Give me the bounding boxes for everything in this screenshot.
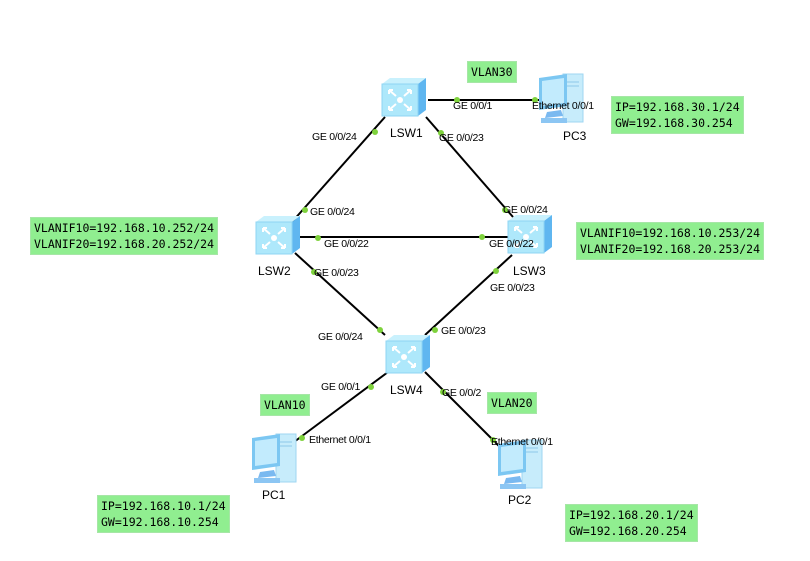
pc2-ip-note: IP=192.168.20.1/24 GW=192.168.20.254: [565, 504, 698, 542]
switch-lsw3[interactable]: [506, 215, 554, 260]
port-dot[interactable]: [368, 384, 374, 390]
switch-lsw1[interactable]: [380, 78, 428, 123]
device-label-lsw2: LSW2: [258, 264, 291, 278]
port-label: GE 0/0/24: [318, 331, 363, 343]
pc-icon: [498, 439, 543, 489]
device-label-pc3: PC3: [563, 129, 587, 143]
switch-icon: [255, 216, 300, 255]
switch-icon: [381, 78, 426, 117]
port-dot[interactable]: [438, 130, 444, 136]
port-label: Ethernet 0/0/1: [532, 100, 594, 112]
port-dot[interactable]: [490, 437, 496, 443]
link-lsw2-lsw4[interactable]: [294, 252, 386, 336]
link-lsw3-lsw4[interactable]: [424, 254, 513, 336]
link-lsw4-pc2[interactable]: [424, 371, 501, 448]
pc-icon: [252, 433, 297, 483]
pc-icon: [539, 73, 584, 123]
port-label: GE 0/0/22: [489, 238, 534, 250]
port-label: GE 0/0/1: [453, 100, 493, 112]
port-label: GE 0/0/23: [314, 267, 359, 279]
port-dot[interactable]: [532, 97, 538, 103]
port-label: GE 0/0/1: [321, 381, 361, 393]
port-label: GE 0/0/24: [503, 204, 548, 216]
port-dot[interactable]: [432, 327, 438, 333]
link-lsw1-lsw2[interactable]: [291, 116, 386, 223]
lsw3-vlanif-note: VLANIF10=192.168.10.253/24 VLANIF20=192.…: [576, 222, 765, 260]
port-dot[interactable]: [299, 435, 305, 441]
port-dot[interactable]: [440, 389, 446, 395]
port-dot[interactable]: [454, 97, 460, 103]
port-label: GE 0/0/22: [324, 238, 369, 250]
lsw2-vlanif-note: VLANIF10=192.168.10.252/24 VLANIF20=192.…: [30, 217, 219, 255]
port-label: GE 0/0/23: [441, 325, 486, 337]
switch-icon: [507, 215, 552, 254]
link-lsw4-pc1[interactable]: [293, 371, 389, 443]
port-dot[interactable]: [479, 234, 485, 240]
port-label: GE 0/0/24: [310, 206, 355, 218]
device-label-pc1: PC1: [262, 488, 286, 502]
port-dot[interactable]: [315, 235, 321, 241]
port-dot[interactable]: [502, 207, 508, 213]
port-label: GE 0/0/23: [439, 132, 484, 144]
switch-lsw2[interactable]: [254, 216, 302, 261]
vlan10-label: VLAN10: [260, 394, 310, 416]
port-dot[interactable]: [302, 207, 308, 213]
pc-pc2[interactable]: [492, 438, 546, 499]
device-label-lsw3: LSW3: [513, 264, 546, 278]
device-label-lsw1: LSW1: [390, 126, 423, 140]
port-dot[interactable]: [493, 268, 499, 274]
port-dot[interactable]: [377, 327, 383, 333]
port-label: GE 0/0/24: [312, 131, 357, 143]
port-label: GE 0/0/2: [442, 387, 482, 399]
device-label-pc2: PC2: [508, 493, 532, 507]
pc-pc1[interactable]: [246, 432, 300, 493]
port-label: Ethernet 0/0/1: [309, 434, 371, 446]
vlan20-label: VLAN20: [487, 392, 537, 414]
port-dot[interactable]: [372, 129, 378, 135]
port-label: Ethernet 0/0/1: [491, 436, 553, 448]
pc-pc3[interactable]: [533, 72, 587, 133]
vlan30-label: VLAN30: [467, 61, 517, 83]
device-label-lsw4: LSW4: [390, 383, 423, 397]
port-dot[interactable]: [311, 269, 317, 275]
switch-icon: [385, 335, 430, 374]
switch-lsw4[interactable]: [384, 335, 432, 380]
port-label: GE 0/0/23: [490, 282, 535, 294]
pc3-ip-note: IP=192.168.30.1/24 GW=192.168.30.254: [611, 96, 744, 134]
pc1-ip-note: IP=192.168.10.1/24 GW=192.168.10.254: [97, 495, 230, 533]
